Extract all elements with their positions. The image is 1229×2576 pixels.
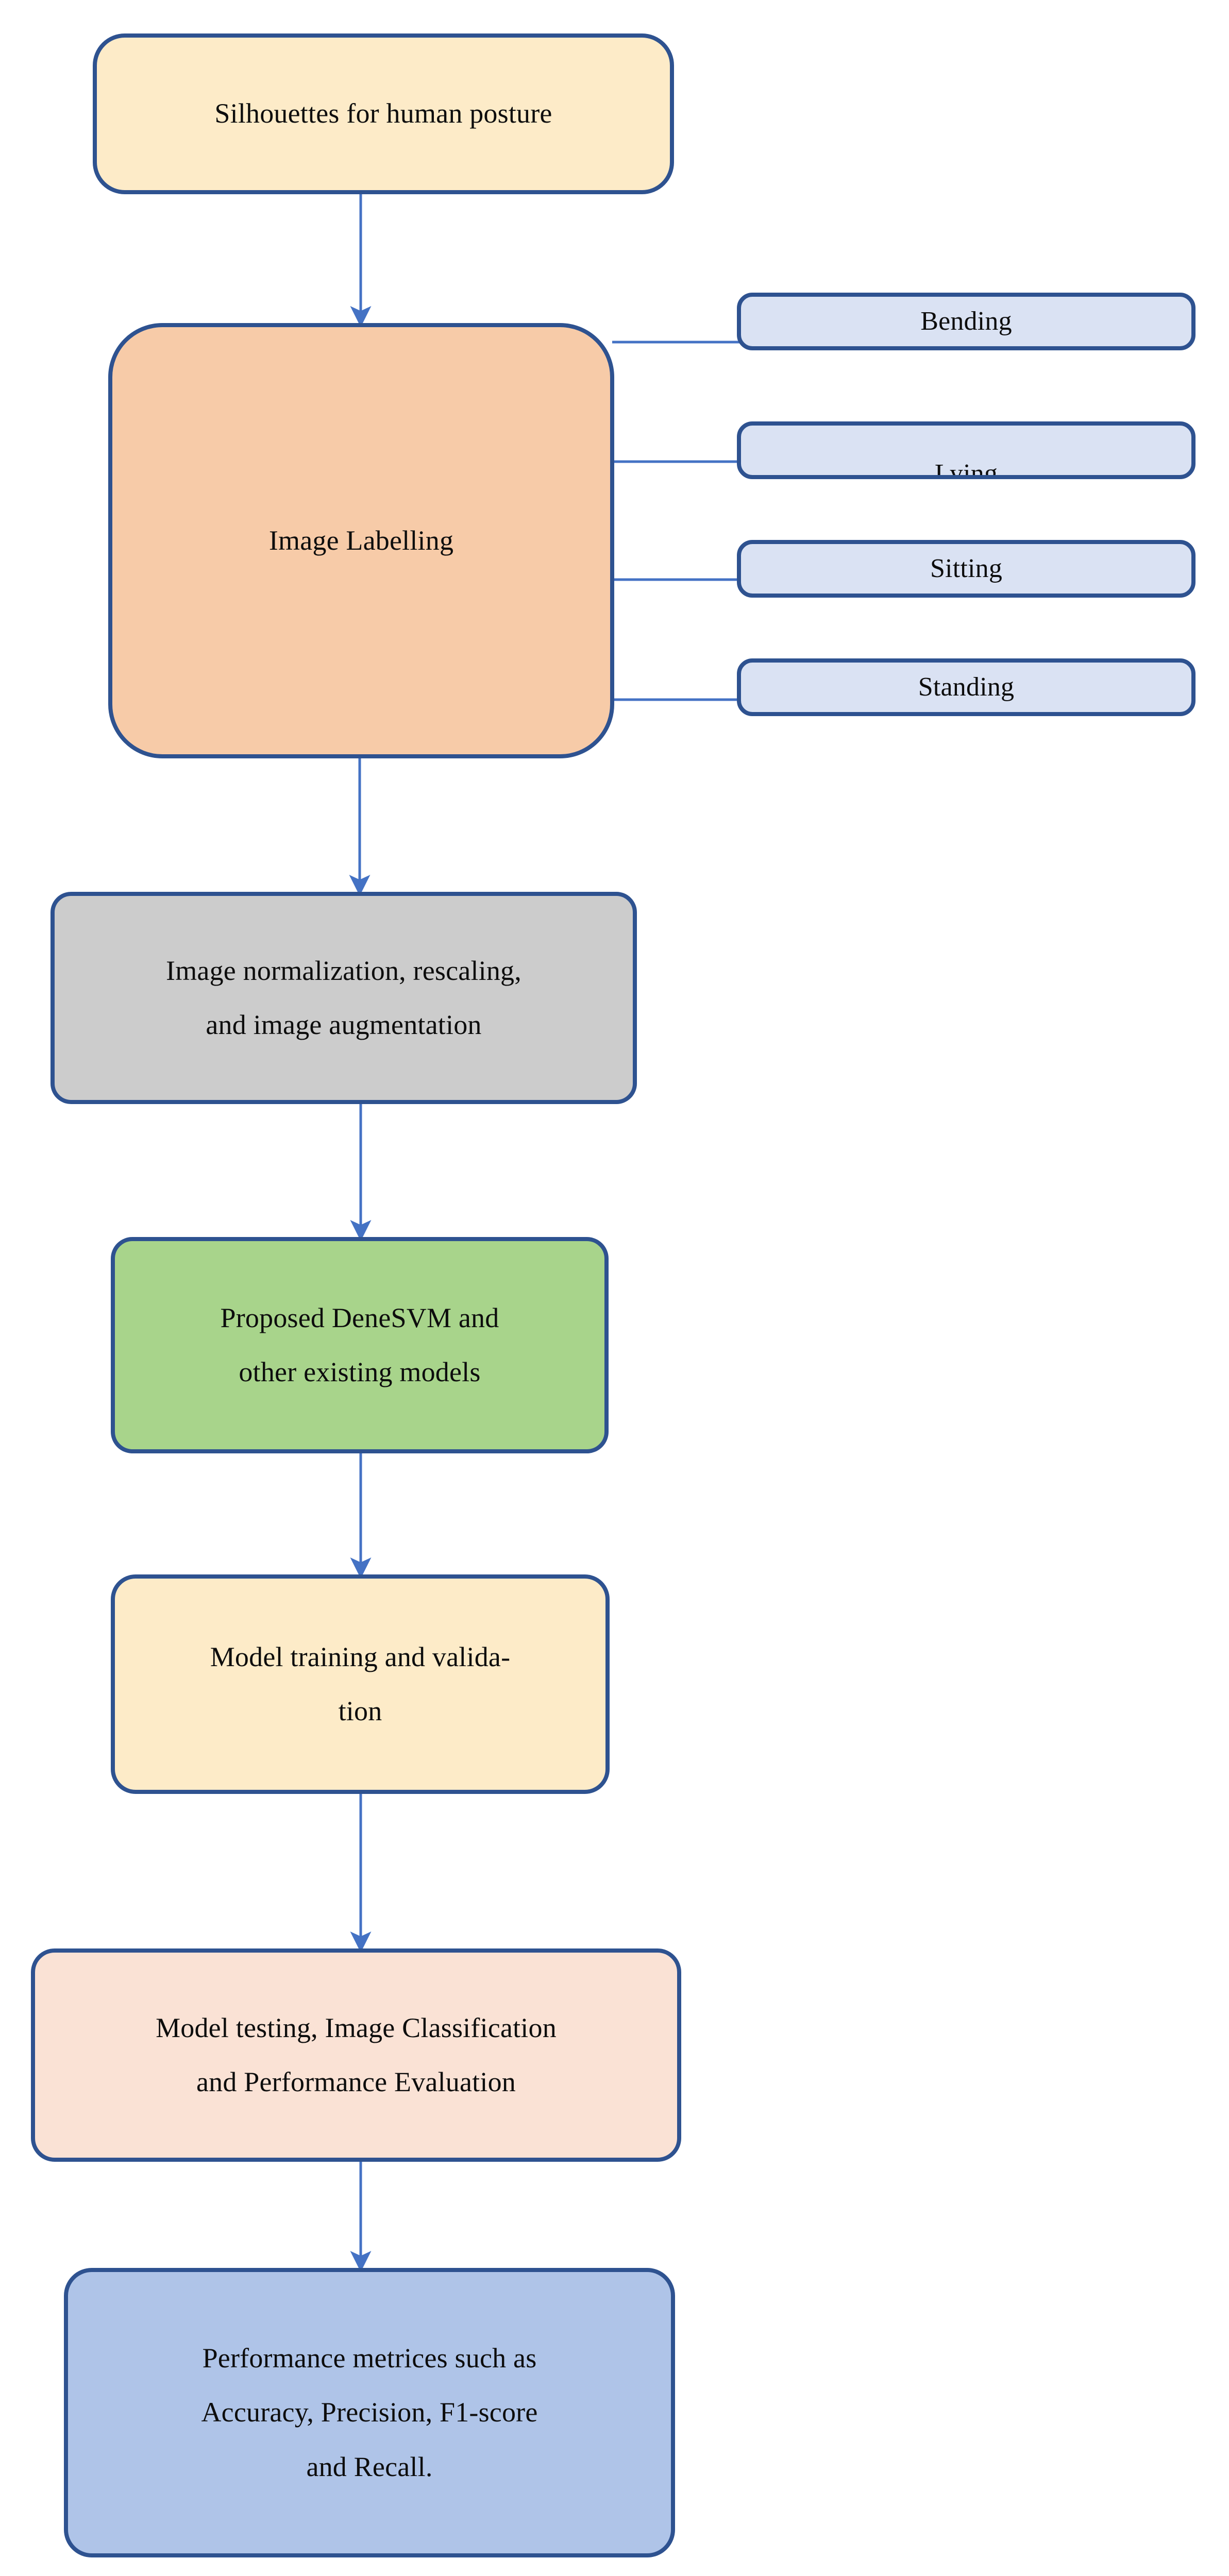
node-image-normalization-label: Image normalization, rescaling, and imag… [166, 955, 521, 1040]
node-image-normalization[interactable]: Image normalization, rescaling, and imag… [50, 892, 637, 1104]
node-category-sitting-label: Sitting [930, 554, 1003, 584]
node-category-standing[interactable]: Standing [737, 658, 1196, 716]
node-model-training-validation[interactable]: Model training and valida- tion [111, 1574, 610, 1794]
node-proposed-denesvm-label: Proposed DeneSVM and other existing mode… [220, 1302, 499, 1387]
node-category-standing-label: Standing [918, 672, 1015, 702]
node-image-labelling-label: Image Labelling [268, 524, 454, 556]
node-model-testing-evaluation[interactable]: Model testing, Image Classification and … [31, 1948, 681, 2162]
node-silhouettes-for-human-posture[interactable]: Silhouettes for human posture [93, 33, 674, 194]
node-category-bending-label: Bending [920, 307, 1012, 336]
node-model-testing-evaluation-label: Model testing, Image Classification and … [156, 2012, 557, 2097]
node-silhouettes-label: Silhouettes for human posture [214, 98, 552, 129]
node-performance-metrices[interactable]: Performance metrices such as Accuracy, P… [64, 2268, 675, 2557]
node-proposed-denesvm[interactable]: Proposed DeneSVM and other existing mode… [111, 1237, 609, 1453]
node-performance-metrices-label: Performance metrices such as Accuracy, P… [201, 2343, 538, 2482]
node-model-training-validation-label: Model training and valida- tion [210, 1641, 511, 1726]
node-category-lying[interactable]: Lying [737, 421, 1196, 479]
node-category-bending[interactable]: Bending [737, 293, 1196, 350]
node-image-labelling[interactable]: Image Labelling [108, 323, 614, 758]
node-category-lying-label: Lying [934, 459, 998, 479]
node-category-sitting[interactable]: Sitting [737, 540, 1196, 598]
